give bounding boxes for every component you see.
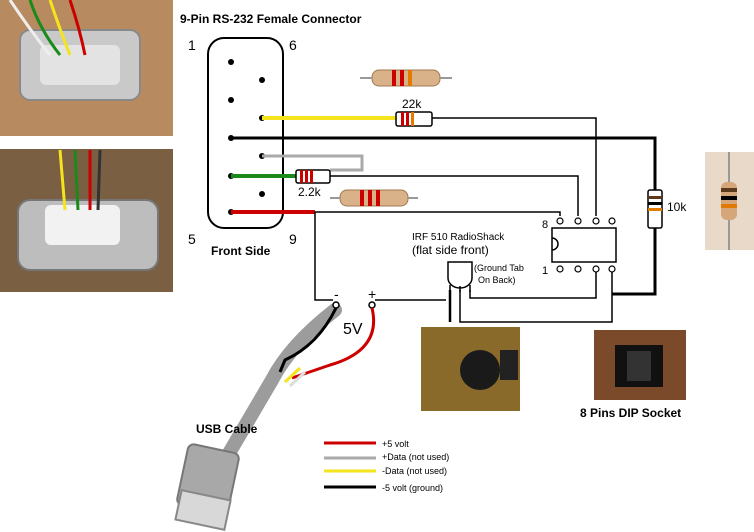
photo-transistor: [421, 327, 520, 411]
plus-terminal: [368, 301, 376, 309]
photo-resistor-side: [705, 152, 754, 250]
transistor-model-label: IRF 510 RadioShack: [412, 232, 505, 243]
resistor-22k-label: 22k: [402, 97, 422, 111]
resistor-10k: [647, 189, 663, 229]
front-side-label: Front Side: [211, 244, 271, 258]
resistor-2-2k: [295, 169, 418, 207]
legend-label-minus-data: -Data (not used): [382, 466, 447, 476]
circuit-wires: [231, 116, 657, 323]
dip-ic: [551, 217, 617, 273]
legend-label-plus-data: +Data (not used): [382, 452, 449, 462]
pin-9-label: 9: [289, 231, 297, 247]
ground-tab-note-2: On Back): [478, 275, 516, 285]
resistor-10k-label: 10k: [667, 200, 687, 214]
diagram-title: 9-Pin RS-232 Female Connector: [180, 12, 362, 26]
resistor-2-2k-label: 2.2k: [298, 185, 322, 199]
pin-5-label: 5: [188, 231, 196, 247]
photo-usb-cable: [174, 303, 342, 532]
legend-label-plus5: +5 volt: [382, 439, 409, 449]
dip-socket-caption: 8 Pins DIP Socket: [580, 406, 681, 420]
photo-connector-bottom: [0, 149, 173, 292]
voltage-label: 5V: [343, 321, 363, 338]
usb-cable-caption: USB Cable: [196, 422, 258, 436]
minus-label: -: [334, 286, 339, 302]
legend-label-ground: -5 volt (ground): [382, 483, 443, 493]
transistor-orientation-label: (flat side front): [412, 243, 489, 257]
ic-pin-1-label: 1: [542, 265, 548, 277]
pin-6-label: 6: [289, 37, 297, 53]
photo-connector-top: [0, 0, 173, 136]
pin-1-label: 1: [188, 37, 196, 53]
db9-connector-body: [207, 37, 284, 229]
photo-dip-socket: [594, 330, 686, 400]
transistor-irf510: [447, 261, 473, 292]
plus-label: +: [368, 286, 376, 302]
usb-leads: [278, 307, 376, 388]
ground-tab-note-1: (Ground Tab: [474, 263, 524, 273]
wire-legend: +5 volt +Data (not used) -Data (not used…: [324, 439, 449, 493]
resistor-22k: [360, 69, 452, 127]
ic-pin-8-label: 8: [542, 219, 548, 231]
minus-terminal: [332, 301, 340, 309]
